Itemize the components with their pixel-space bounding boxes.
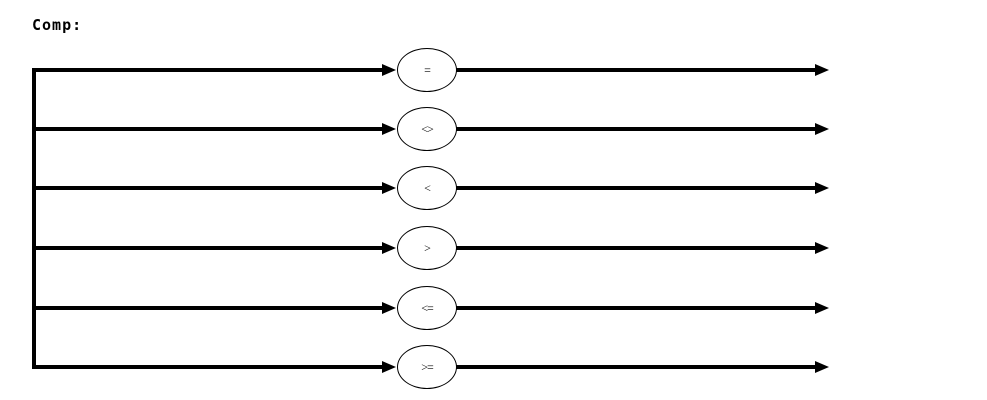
- branch-row-greater-or-equal: >=: [0, 345, 987, 389]
- arrow-right-icon: [382, 64, 396, 76]
- operator-label: <: [424, 181, 431, 195]
- arrow-right-icon: [815, 182, 829, 194]
- operator-node-less-than: <: [397, 166, 457, 210]
- trunk-line: [32, 68, 36, 369]
- connector-line: [32, 68, 384, 72]
- connector-line: [32, 306, 384, 310]
- arrow-right-icon: [815, 123, 829, 135]
- arrow-right-icon: [382, 242, 396, 254]
- operator-label: >: [424, 241, 431, 255]
- operator-label: <=: [421, 301, 434, 315]
- branch-row-less-or-equal: <=: [0, 286, 987, 330]
- arrow-right-icon: [815, 242, 829, 254]
- operator-node-less-or-equal: <=: [397, 286, 457, 330]
- arrow-right-icon: [382, 182, 396, 194]
- connector-line: [456, 186, 816, 190]
- arrow-right-icon: [382, 302, 396, 314]
- operator-node-greater-or-equal: >=: [397, 345, 457, 389]
- arrow-right-icon: [815, 64, 829, 76]
- connector-line: [456, 246, 816, 250]
- connector-line: [32, 127, 384, 131]
- branch-row-equals: =: [0, 48, 987, 92]
- arrow-right-icon: [815, 361, 829, 373]
- operator-node-equals: =: [397, 48, 457, 92]
- arrow-right-icon: [382, 123, 396, 135]
- operator-node-not-equal: <>: [397, 107, 457, 151]
- connector-line: [32, 246, 384, 250]
- connector-line: [32, 186, 384, 190]
- connector-line: [32, 365, 384, 369]
- connector-line: [456, 68, 816, 72]
- branch-row-not-equal: <>: [0, 107, 987, 151]
- connector-line: [456, 365, 816, 369]
- diagram-title: Comp:: [32, 16, 83, 34]
- arrow-right-icon: [815, 302, 829, 314]
- operator-label: =: [424, 63, 431, 77]
- operator-node-greater-than: >: [397, 226, 457, 270]
- operator-label: >=: [421, 360, 434, 374]
- branch-row-greater-than: >: [0, 226, 987, 270]
- connector-line: [456, 306, 816, 310]
- arrow-right-icon: [382, 361, 396, 373]
- branch-row-less-than: <: [0, 166, 987, 210]
- operator-label: <>: [421, 122, 434, 136]
- connector-line: [456, 127, 816, 131]
